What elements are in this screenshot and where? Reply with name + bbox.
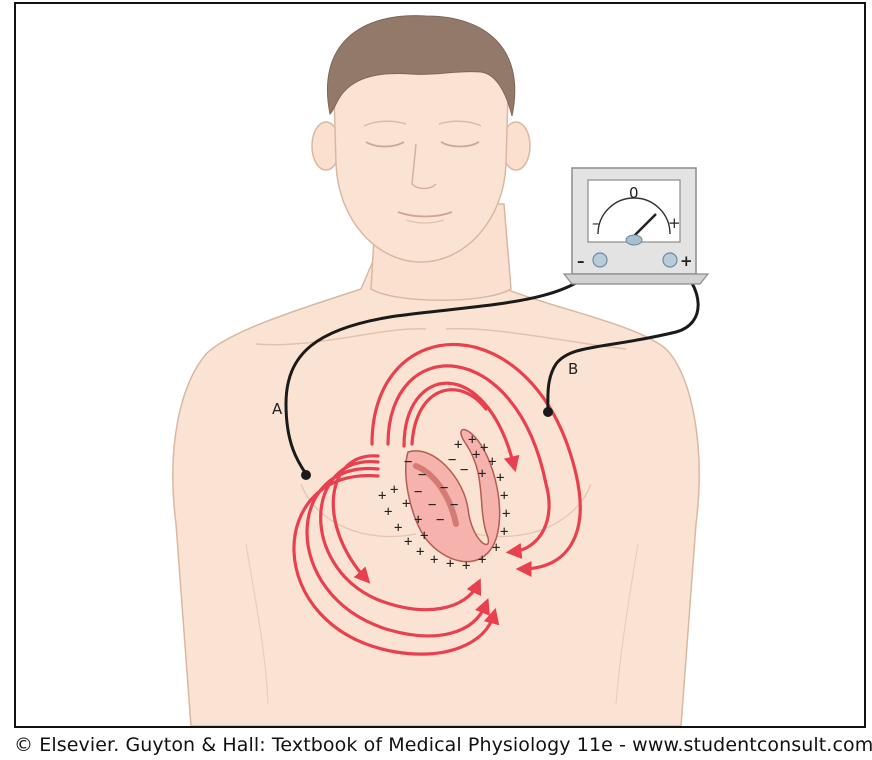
positive-charge: + <box>394 520 402 536</box>
electrode-label-a: A <box>272 400 283 418</box>
terminal-minus <box>593 253 607 267</box>
terminal-minus-label: – <box>577 252 585 270</box>
negative-charge: − <box>418 467 426 483</box>
negative-charge: − <box>448 452 456 468</box>
positive-charge: + <box>502 506 510 522</box>
positive-charge: + <box>472 447 480 463</box>
terminal-plus-label: + <box>680 252 693 270</box>
positive-charge: + <box>378 488 386 504</box>
electrode-icon <box>543 407 553 417</box>
positive-charge: + <box>500 524 508 540</box>
positive-charge: + <box>454 437 462 453</box>
meter-zero-label: 0 <box>629 184 639 202</box>
positive-charge: + <box>404 534 412 550</box>
negative-charge: − <box>404 454 412 470</box>
figure-frame: − − − − − − − − − + + + + + + + + + + + … <box>14 2 866 728</box>
positive-charge: + <box>416 544 424 560</box>
positive-charge: + <box>496 470 504 486</box>
electrode-icon <box>301 470 311 480</box>
positive-charge: + <box>402 496 410 512</box>
positive-charge: + <box>478 552 486 568</box>
meter-plus-label: + <box>668 214 681 232</box>
positive-charge: + <box>414 512 422 528</box>
copyright-caption: © Elsevier. Guyton & Hall: Textbook of M… <box>14 734 872 756</box>
positive-charge: + <box>492 540 500 556</box>
positive-charge: + <box>430 552 438 568</box>
positive-charge: + <box>468 432 476 448</box>
torso-illustration: − − − − − − − − − + + + + + + + + + + + … <box>16 4 866 728</box>
positive-charge: + <box>488 454 496 470</box>
galvanometer-icon: 0 – + – + <box>564 168 708 284</box>
terminal-plus <box>663 253 677 267</box>
positive-charge: + <box>462 558 470 574</box>
negative-charge: − <box>414 484 422 500</box>
positive-charge: + <box>478 466 486 482</box>
positive-charge: + <box>384 504 392 520</box>
positive-charge: + <box>500 488 508 504</box>
negative-charge: − <box>460 462 468 478</box>
meter-minus-label: – <box>592 214 600 232</box>
negative-charge: − <box>428 497 436 513</box>
positive-charge: + <box>446 556 454 572</box>
positive-charge: + <box>390 482 398 498</box>
negative-charge: − <box>436 512 444 528</box>
positive-charge: + <box>420 528 428 544</box>
negative-charge: − <box>440 480 448 496</box>
electrode-label-b: B <box>568 360 578 378</box>
negative-charge: − <box>450 497 458 513</box>
